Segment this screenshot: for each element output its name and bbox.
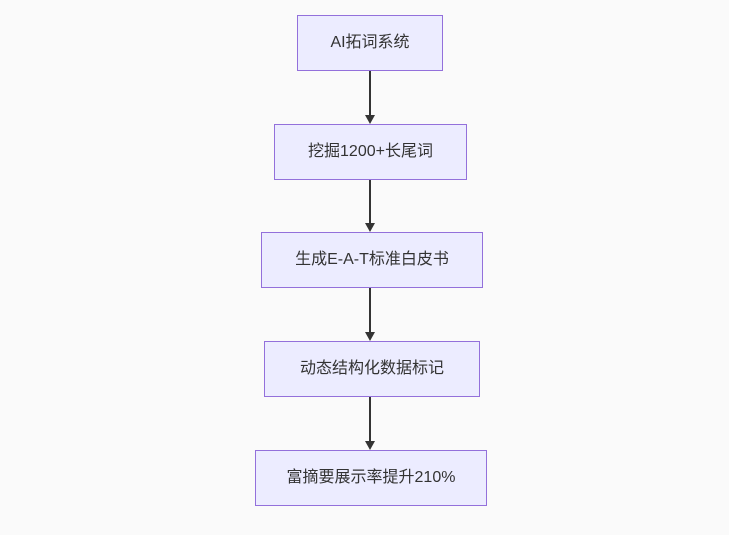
flow-arrow-4: [364, 397, 376, 450]
flow-node-structured-data-markup: 动态结构化数据标记: [264, 341, 480, 397]
flow-arrow-1: [364, 71, 376, 124]
arrow-head-down-icon: [365, 115, 375, 124]
arrow-line: [369, 180, 371, 223]
arrow-head-down-icon: [365, 441, 375, 450]
node-label: 挖掘1200+长尾词: [308, 143, 433, 161]
node-label: 富摘要展示率提升210%: [286, 469, 456, 487]
flow-node-eat-whitepaper: 生成E-A-T标准白皮书: [261, 232, 483, 288]
arrow-line: [369, 288, 371, 332]
arrow-head-down-icon: [365, 332, 375, 341]
flow-node-longtail-keywords: 挖掘1200+长尾词: [274, 124, 467, 180]
arrow-line: [369, 397, 371, 441]
node-label: AI拓词系统: [330, 34, 410, 52]
arrow-head-down-icon: [365, 223, 375, 232]
flow-arrow-2: [364, 180, 376, 232]
flow-node-rich-snippet-rate: 富摘要展示率提升210%: [255, 450, 487, 506]
flow-node-ai-word-expansion-system: AI拓词系统: [297, 15, 443, 71]
flow-arrow-3: [364, 288, 376, 341]
node-label: 生成E-A-T标准白皮书: [295, 251, 449, 269]
arrow-line: [369, 71, 371, 115]
node-label: 动态结构化数据标记: [299, 360, 444, 378]
